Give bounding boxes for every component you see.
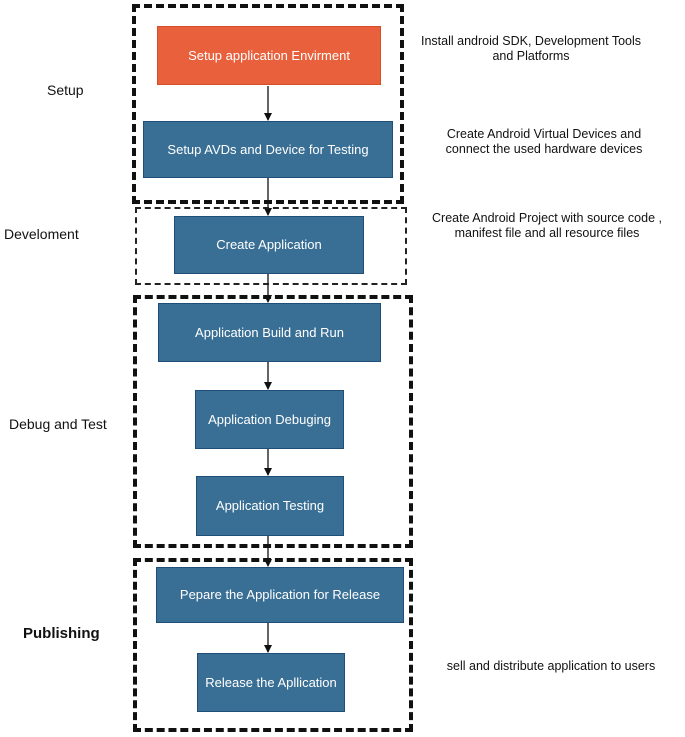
node-build-and-run: Application Build and Run: [158, 303, 381, 362]
stage-label-development: Develoment: [4, 226, 79, 242]
stage-label-debug: Debug and Test: [9, 416, 107, 432]
note-create-project: Create Android Project with source code …: [432, 211, 662, 240]
setup-stage-box: [132, 4, 404, 204]
note-distribute: sell and distribute application to users: [446, 659, 656, 673]
node-release: Release the Apllication: [197, 653, 345, 712]
publishing-stage-box: [133, 558, 413, 732]
node-debugging: Application Debuging: [195, 390, 344, 449]
note-install-sdk: Install android SDK, Development Tools a…: [420, 34, 642, 63]
note-create-avd: Create Android Virtual Devices and conne…: [445, 127, 643, 156]
development-stage-box: [135, 207, 407, 285]
node-setup-environment: Setup application Envirment: [157, 26, 381, 85]
node-setup-avds: Setup AVDs and Device for Testing: [143, 121, 393, 178]
stage-label-setup: Setup: [47, 82, 84, 98]
node-testing: Application Testing: [196, 476, 344, 536]
stage-label-publishing: Publishing: [23, 625, 100, 642]
node-prepare-release: Pepare the Application for Release: [156, 567, 404, 623]
debug-stage-box: [133, 295, 413, 548]
node-create-application: Create Application: [174, 216, 364, 274]
